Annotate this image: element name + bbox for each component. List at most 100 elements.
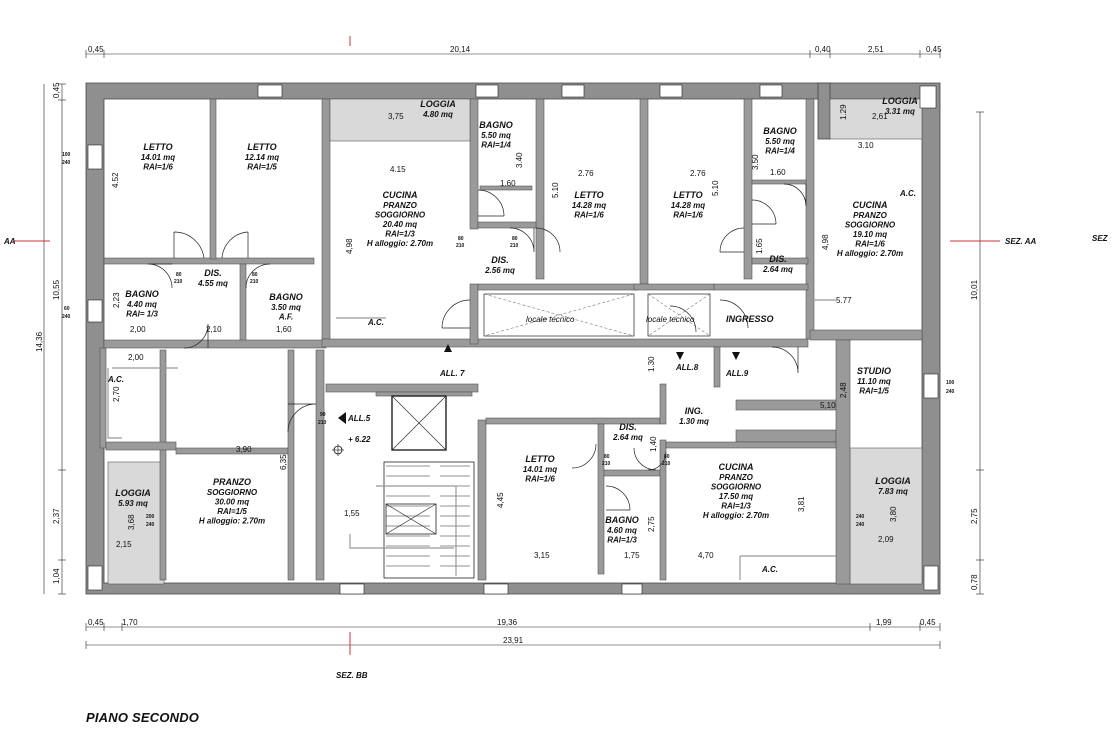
win-code-c100: 100 [946,380,955,386]
all9-label: ALL.9 [725,369,749,378]
locale-tecnico-2: locale tecnico [646,315,695,324]
interior-walls [99,98,923,585]
all7-label: ALL. 7 [439,369,465,378]
room-cucina-1-name: CUCINA [383,190,418,200]
inner-dim-d3: 2,00 [130,325,146,334]
loggia-2-area [829,98,923,140]
win-code-b240: 240 [62,314,71,320]
room-cucina-1-l1: PRANZO [383,201,418,210]
room-letto-4-l2: RAI=1/6 [673,211,703,220]
room-letto-5-name: LETTO [525,454,554,464]
locale-tecnico-1: locale tecnico [526,315,575,324]
dim-bottom-d: 1,99 [876,618,892,627]
room-letto-2-name: LETTO [247,142,276,152]
dim-left-b: 10,55 [52,279,61,300]
inner-dim-d37: 4,70 [698,551,714,560]
loggia-4-area [849,447,923,585]
inner-dim-d2: 2,23 [112,292,121,308]
dim-left-a: 0,45 [52,82,61,98]
inner-dim-d25: 2,48 [839,382,848,398]
right-dimension-line: 10,01 2,75 0,78 SEZ. AA SEZ [950,111,1109,595]
room-cucina-1-l2: SOGGIORNO [375,211,426,220]
room-loggia-3-l1: 5.93 mq [118,499,148,508]
room-cucina-3-l1: PRANZO [719,473,754,482]
room-pranzo-1-l2: 30.00 mq [215,498,249,507]
room-studio-l2: RAI=1/5 [859,387,889,396]
inner-dim-d5: 1,60 [276,325,292,334]
room-cucina-1-l5: H alloggio: 2.70m [367,239,433,248]
dim-top-a: 0,45 [88,45,104,54]
room-letto-3-name: LETTO [574,190,603,200]
inner-dim-d12: 1.60 [500,179,516,188]
room-ing-name: ING. [685,406,704,416]
inner-dim-d13: 5.10 [551,182,560,198]
win-code-e240: 240 [856,514,865,520]
room-cucina-2-l5: H alloggio: 2.70m [837,249,903,258]
room-letto-4-l1: 14.28 mq [671,201,705,210]
room-letto-1-l2: RAI=1/6 [143,163,173,172]
room-bagno-3-name: BAGNO [479,120,513,130]
inner-dim-d38: 3,81 [797,496,806,512]
room-dis-4-name: DIS. [619,422,637,432]
dim-top-d: 2,51 [868,45,884,54]
room-cucina-2-l1: PRANZO [853,211,888,220]
win-code-a240: 240 [62,160,71,166]
dim-left-d: 2,37 [52,508,61,524]
room-letto-3-l2: RAI=1/6 [574,211,604,220]
room-cucina-3-name: CUCINA [719,462,754,472]
inner-dim-d18: 1.60 [770,168,786,177]
room-letto-4-name: LETTO [673,190,702,200]
inner-dim-d9: 4.15 [390,165,406,174]
room-dis-1-name: DIS. [204,268,222,278]
section-aa-left: AA [3,237,16,246]
room-letto-1-l1: 14.01 mq [141,153,175,162]
dim-bottom-b: 1,70 [122,618,138,627]
inner-dim-d27: 1.30 [647,356,656,372]
room-dis-3-name: DIS. [769,254,787,264]
room-cucina-3-l3: 17.50 mq [719,492,753,501]
win-code-b60: 60 [64,306,70,312]
inner-dim-d8: 3,75 [388,112,404,121]
room-bagno-4-l1: 5.50 mq [765,137,795,146]
room-pranzo-1-l4: H alloggio: 2.70m [199,517,265,526]
room-bagno-1-name: BAGNO [125,289,159,299]
kitchen-counters [107,299,836,580]
section-bb-label: SEZ. BB [336,671,368,680]
room-letto-2-l2: RAI=1/5 [247,163,277,172]
door-code-a80: 80 [176,272,182,278]
dim-right-b: 2,75 [970,508,979,524]
inner-dim-d16: 5.10 [711,180,720,196]
room-dis-4-l1: 2.64 mq [612,433,643,442]
inner-dim-d33: 4,45 [496,492,505,508]
inner-dim-d6: 2,00 [128,353,144,362]
room-cucina-1-l3: 20.40 mq [382,220,417,229]
room-studio-name: STUDIO [857,366,891,376]
ac-label-1: A.C. [367,318,384,327]
inner-dim-d1: 4.52 [111,172,120,188]
inner-dim-d22: 1.29 [839,104,848,120]
access-arrows [332,344,740,456]
dim-bottom-c: 19,36 [497,618,518,627]
door-code-a210: 210 [174,279,183,285]
inner-dim-d24: 5.77 [836,296,852,305]
inner-dim-d34: 3,15 [534,551,550,560]
room-dis-3-l1: 2.64 mq [762,265,793,274]
left-dimension-line: 0,45 10,55 14,36 2,37 1,04 AA [3,82,66,595]
all8-label: ALL.8 [675,363,699,372]
room-bagno-5-l1: 4.60 mq [606,526,637,535]
dim-left-e: 1,04 [52,568,61,584]
inner-dim-d28: 3,90 [236,445,252,454]
room-studio-l1: 11.10 mq [857,377,891,386]
room-loggia-3-name: LOGGIA [115,488,151,498]
door-code-c80: 80 [458,236,464,242]
loggia-1-area [329,98,471,142]
win-code-d240: 240 [146,522,155,528]
inner-dim-d30: 3,68 [127,514,136,530]
room-cucina-2-l3: 19.10 mq [853,230,887,239]
inner-dim-d29: 6,35 [279,454,288,470]
section-aa-far: SEZ [1092,234,1109,243]
room-loggia-4-name: LOGGIA [875,476,911,486]
door-code-f80: 80 [664,454,670,460]
all5-label: ALL.5 [347,414,371,423]
door-code-f210: 210 [662,461,671,467]
